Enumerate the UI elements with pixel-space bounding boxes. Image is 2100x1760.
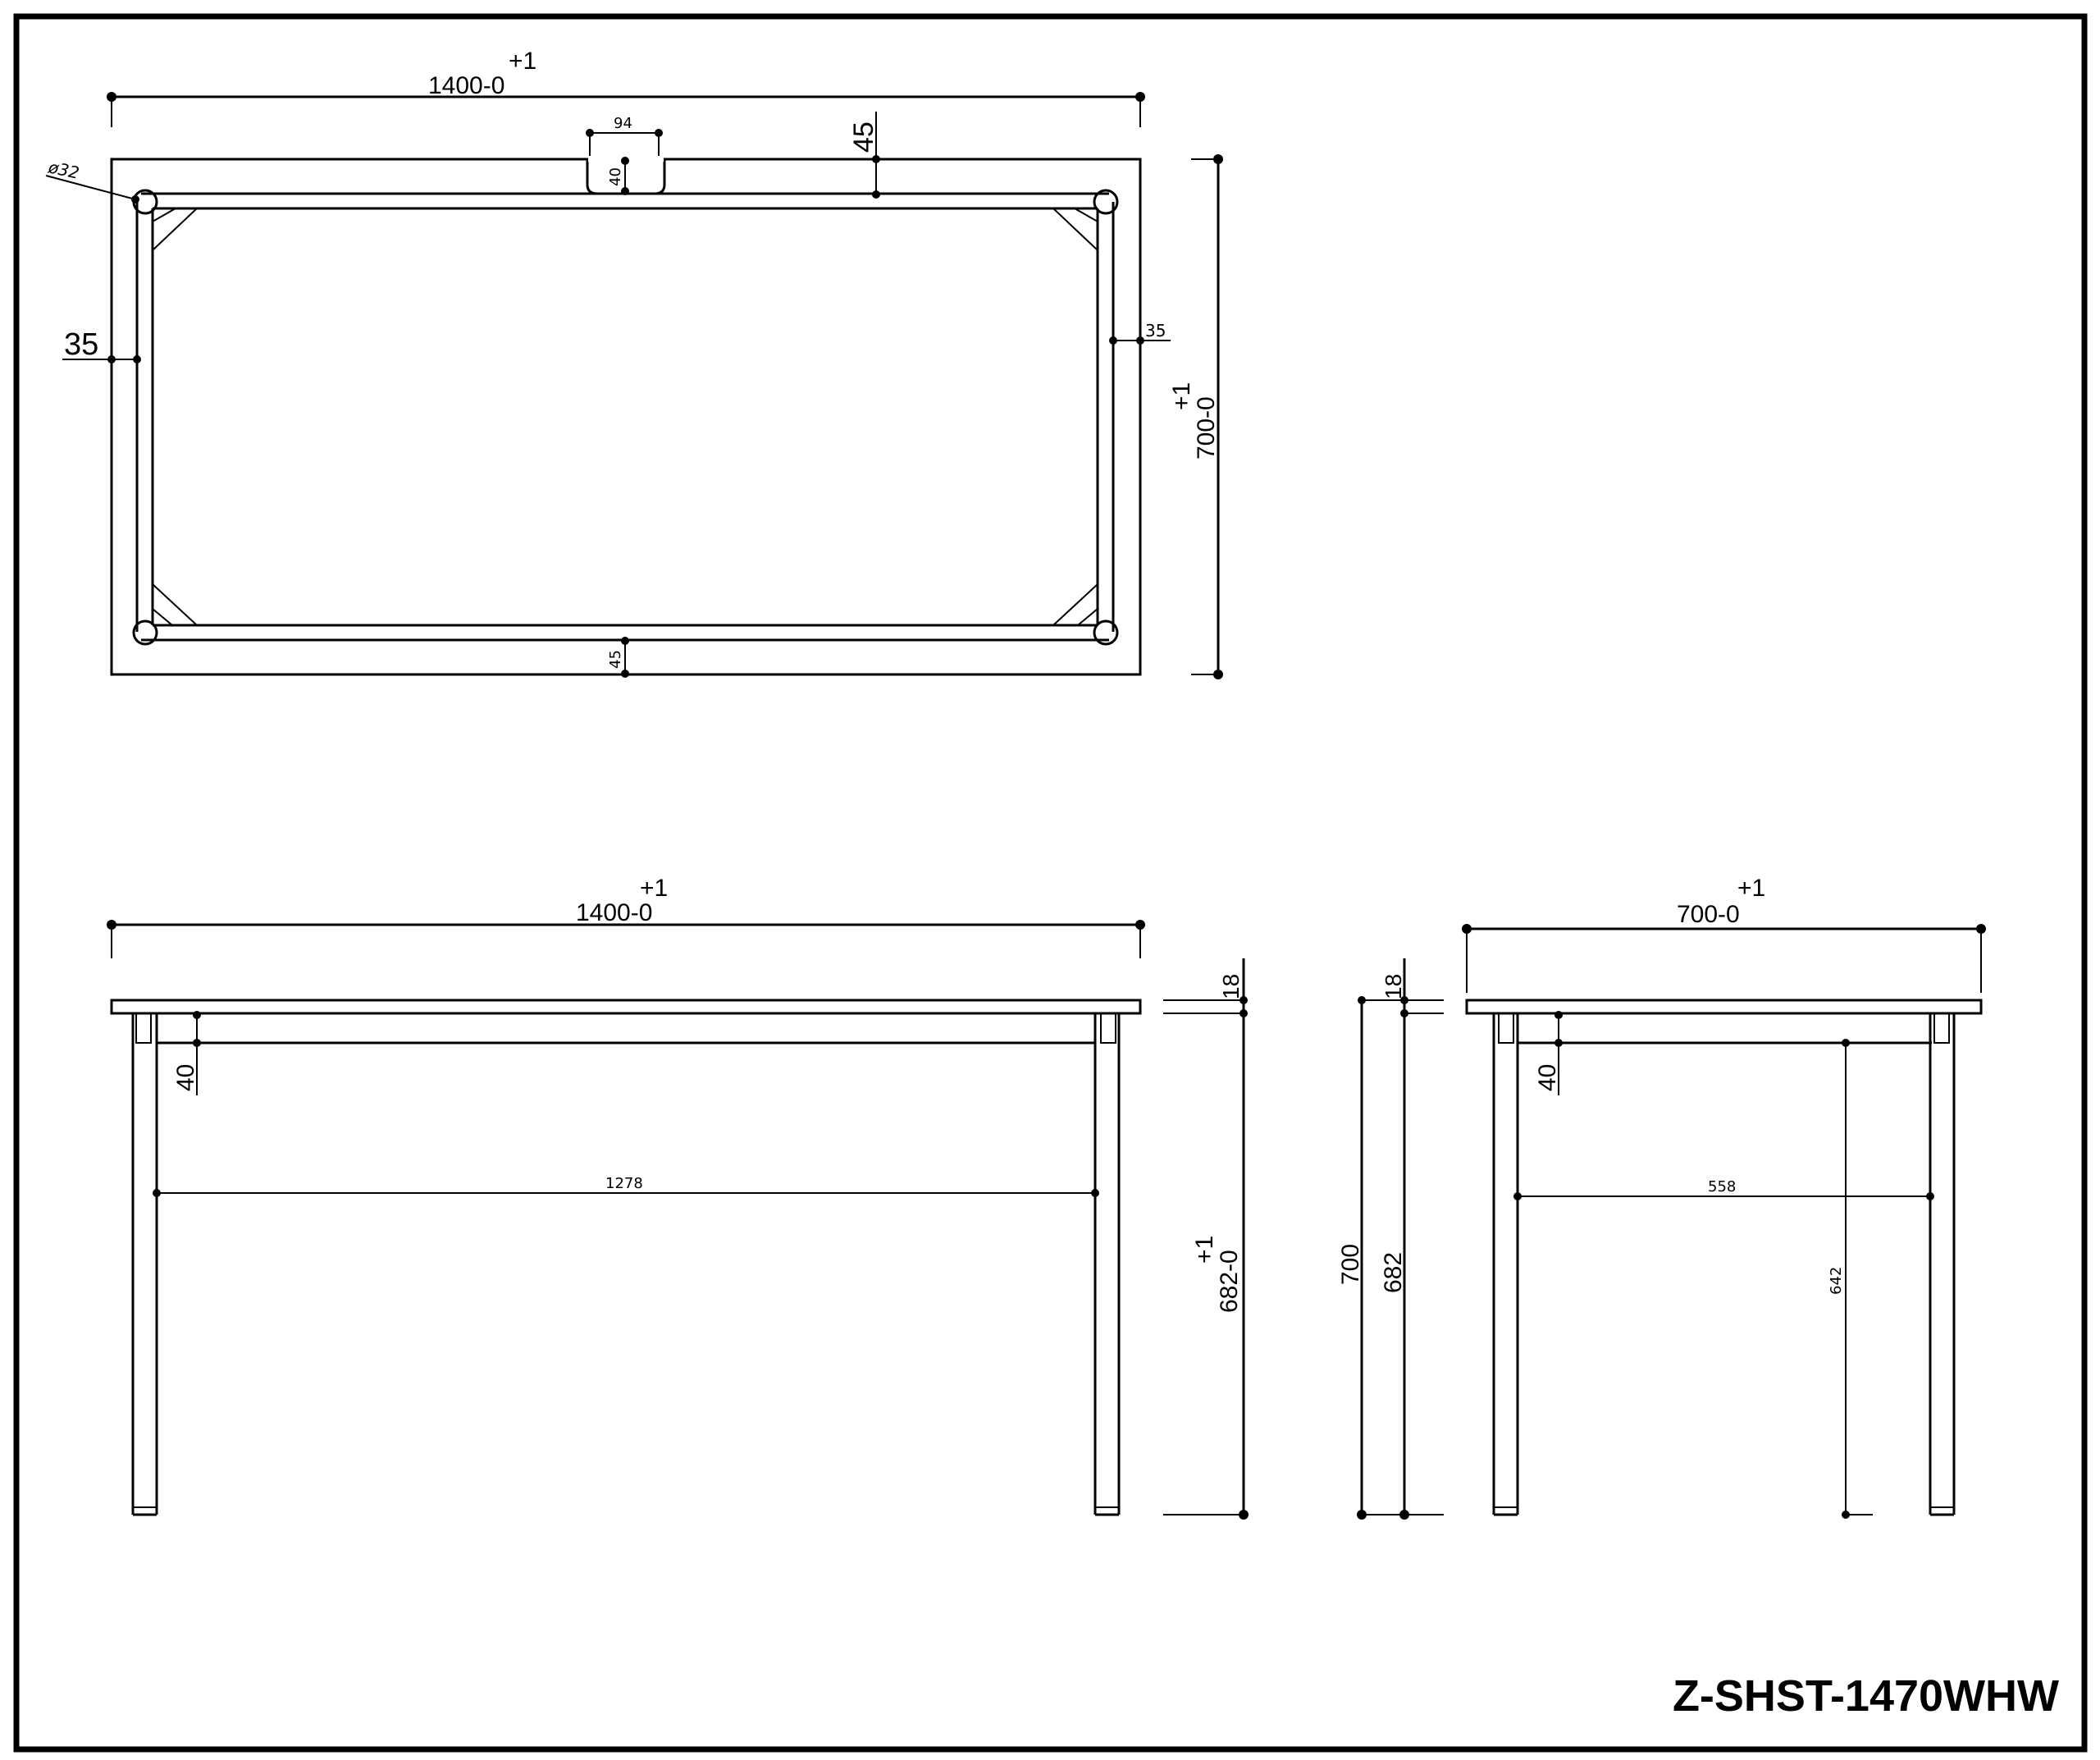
leg-circle-icon [132, 189, 1119, 646]
top-width-value: 1400-0 [428, 72, 504, 99]
side-view: 18 700 682 +1 700-0 40 [1337, 875, 1986, 1520]
side-apron-height-label: 40 [1534, 1064, 1561, 1091]
notch-width-label: 94 [614, 115, 632, 132]
front-apron-height-label: 40 [172, 1064, 199, 1091]
front-apron-offset-label: 45 [607, 650, 624, 669]
side-depth-tolerance: +1 [1737, 875, 1765, 902]
top-view: +1 1400-0 [45, 48, 1223, 679]
front-width-tolerance: +1 [640, 875, 668, 902]
side-tabletop [1465, 999, 1983, 1015]
side-depth-value: 700-0 [1677, 901, 1740, 928]
side-total-height-label: 700 [1337, 1244, 1364, 1285]
back-apron-offset-label: 45 [848, 121, 879, 153]
left-side-offset-label: 35 [64, 327, 98, 362]
front-top-thickness-label: 18 [1218, 974, 1244, 999]
side-inner-span-label: 558 [1708, 1178, 1736, 1195]
top-width-tolerance: +1 [509, 48, 536, 75]
side-top-thickness-label: 18 [1381, 974, 1406, 999]
right-side-offset-label: 35 [1145, 321, 1166, 341]
side-apron-floor-label: 642 [1828, 1267, 1845, 1295]
front-leg-height-tolerance: +1 [1191, 1236, 1218, 1264]
model-code: Z-SHST-1470WHW [1673, 1671, 2059, 1721]
drawing-border [13, 13, 2088, 1753]
front-view: +1 1400-0 40 1278 18 [107, 875, 1249, 1520]
tabletop-outline [110, 158, 1142, 676]
top-depth-tolerance: +1 [1168, 382, 1195, 410]
leg-diameter-label: ø32 [46, 157, 81, 183]
top-depth-value: 700-0 [1193, 396, 1220, 459]
side-leg-height-label: 682 [1380, 1252, 1407, 1293]
front-inner-span-label: 1278 [605, 1175, 643, 1192]
front-width-value: 1400-0 [576, 899, 652, 926]
front-leg-height-value: 682-0 [1216, 1250, 1243, 1313]
notch-depth-label: 40 [607, 167, 624, 186]
front-tabletop [110, 999, 1142, 1015]
